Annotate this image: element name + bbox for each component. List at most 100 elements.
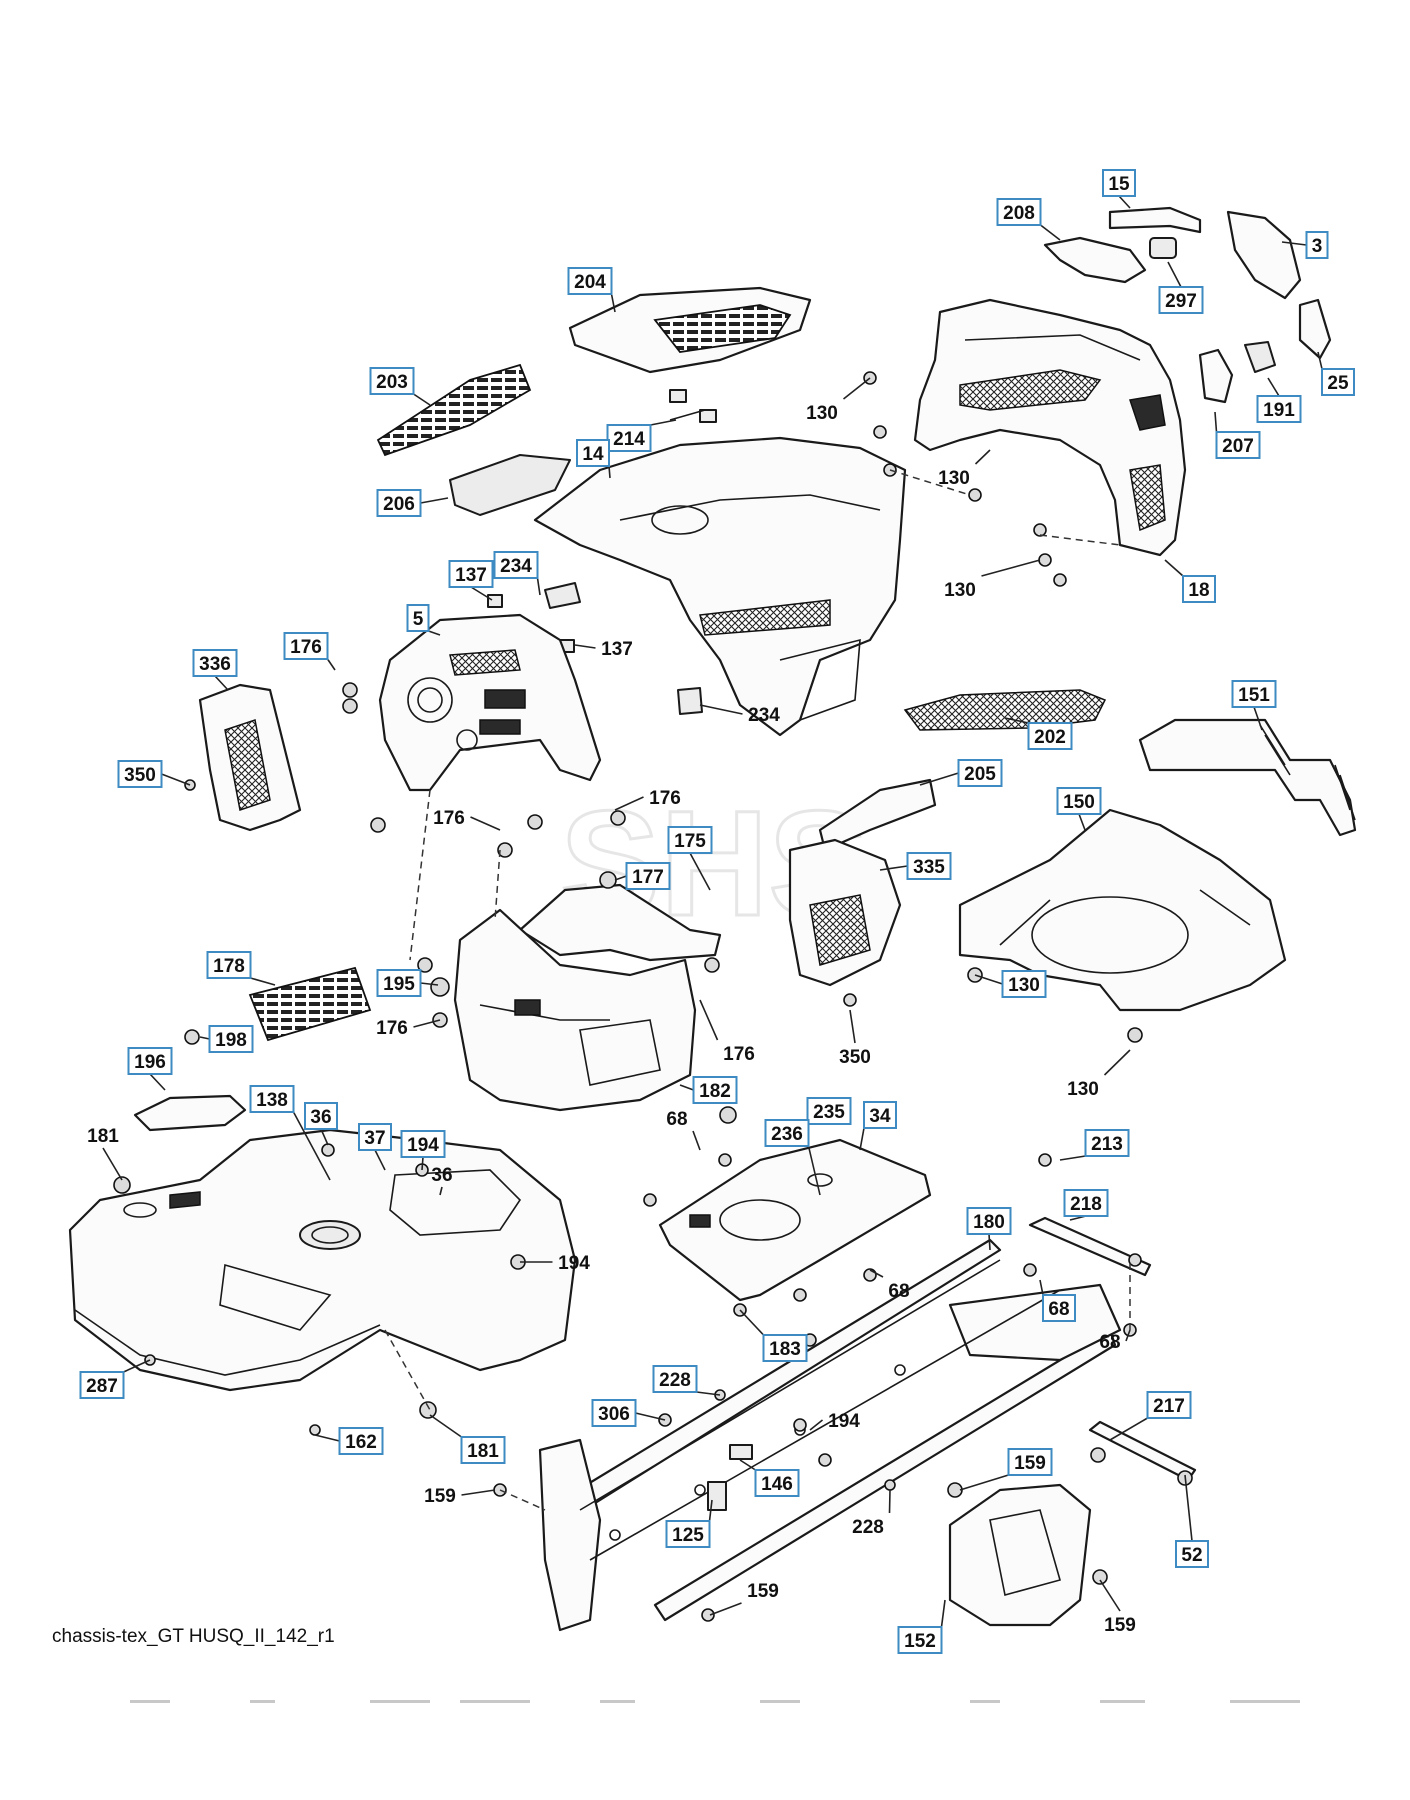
callout-box [591, 1399, 637, 1427]
callout-label-236: 236 [771, 1124, 803, 1145]
callout-leader [809, 1419, 823, 1431]
callout-label-218: 218 [1070, 1194, 1102, 1215]
callout-leader [374, 1149, 386, 1171]
callout-leader [919, 772, 959, 786]
cover-3 [1226, 210, 1302, 300]
callout-box [127, 1047, 173, 1075]
callout-leader [1125, 1329, 1131, 1342]
callout-box [358, 1123, 392, 1151]
callout-label-350: 350 [124, 765, 156, 786]
callout-label-68: 68 [666, 1109, 687, 1130]
callout-label-130: 130 [1008, 975, 1040, 996]
callout-leader [1267, 377, 1280, 397]
bracket-175 [518, 883, 722, 962]
callout-label-137: 137 [601, 639, 633, 660]
callout-label-213: 213 [1091, 1134, 1123, 1155]
callout-leader [849, 1009, 856, 1044]
callout-box [283, 632, 329, 660]
callout-leader [888, 1489, 891, 1514]
assembly-lines [384, 469, 1131, 1511]
callout-label-203: 203 [376, 372, 408, 393]
callout-leader [699, 704, 743, 715]
callout-box [1158, 286, 1204, 314]
callout-box [692, 1076, 738, 1104]
callout-label-214: 214 [613, 429, 645, 450]
callout-leader [421, 1156, 424, 1171]
callout-label-235: 235 [813, 1102, 845, 1123]
callout-box [206, 951, 252, 979]
callout-leader [696, 1391, 721, 1396]
callout-label-159: 159 [424, 1486, 456, 1507]
callout-leader [974, 449, 991, 465]
callout-leader [102, 1147, 123, 1181]
callout-box [79, 1371, 125, 1399]
callout-label-206: 206 [383, 494, 415, 515]
callout-label-181: 181 [467, 1441, 499, 1462]
callout-leader [1004, 717, 1029, 724]
callout-label-196: 196 [134, 1052, 166, 1073]
callout-label-177: 177 [632, 867, 664, 888]
callout-label-175: 175 [674, 831, 706, 852]
callout-leader [1164, 559, 1184, 577]
callout-label-178: 178 [213, 956, 245, 977]
callout-box [1042, 1294, 1076, 1322]
callout-label-228: 228 [659, 1370, 691, 1391]
callout-leader [709, 1602, 742, 1616]
frame-180 [538, 1238, 1122, 1632]
callout-label-162: 162 [345, 1432, 377, 1453]
callout-label-14: 14 [582, 444, 604, 465]
callout-box [863, 1101, 897, 1129]
callout-leader [679, 1084, 694, 1091]
callout-box [376, 489, 422, 517]
callout-box [957, 759, 1003, 787]
callout-box [665, 1520, 711, 1548]
bottom-scan-artifacts [130, 1700, 1300, 1703]
callout-label-68: 68 [1048, 1299, 1069, 1320]
bracket-208 [1043, 236, 1147, 284]
clip-297 [1149, 237, 1177, 259]
callout-box [208, 1025, 254, 1053]
callout-leader [470, 586, 493, 601]
callout-label-234: 234 [748, 705, 780, 726]
trim-strip-15 [1108, 206, 1202, 234]
grille-203 [376, 363, 532, 457]
callout-leader [413, 393, 431, 406]
callout-label-336: 336 [199, 654, 231, 675]
bar-218 [1028, 1216, 1152, 1277]
callout-label-159: 159 [1014, 1453, 1046, 1474]
callout-box [192, 649, 238, 677]
callout-label-125: 125 [672, 1525, 704, 1546]
callout-box [906, 852, 952, 880]
callout-leader [1103, 1049, 1131, 1076]
callout-leader [1281, 241, 1307, 246]
callout-leader [320, 1128, 329, 1146]
callout-label-15: 15 [1108, 174, 1130, 195]
clip-125 [707, 1481, 727, 1511]
callout-leader [699, 999, 719, 1041]
callout-box [1256, 395, 1302, 423]
callout-leader [1078, 813, 1086, 831]
front-shell-182 [453, 908, 697, 1112]
switch-207 [1198, 348, 1234, 404]
callout-label-18: 18 [1188, 580, 1209, 601]
grille-plate-178 [248, 966, 372, 1042]
callout-leader [614, 796, 644, 811]
callout-leader [429, 1414, 462, 1438]
insert-234-a [544, 582, 581, 609]
callout-leader [292, 1111, 331, 1181]
callout-label-25: 25 [1327, 373, 1349, 394]
callout-box [567, 267, 613, 295]
callout-leader [974, 974, 1003, 985]
bracket-151 [1138, 718, 1357, 837]
callout-leader [326, 658, 336, 671]
callout-leader [1317, 351, 1323, 370]
callout-box [764, 1119, 810, 1147]
callout-label-130: 130 [1067, 1079, 1099, 1100]
callout-label-5: 5 [413, 609, 424, 630]
callout-label-151: 151 [1238, 685, 1270, 706]
callout-leader [608, 465, 611, 479]
dash-panel-18 [913, 298, 1187, 557]
callout-leader [214, 675, 229, 691]
grille-202 [903, 689, 1107, 731]
